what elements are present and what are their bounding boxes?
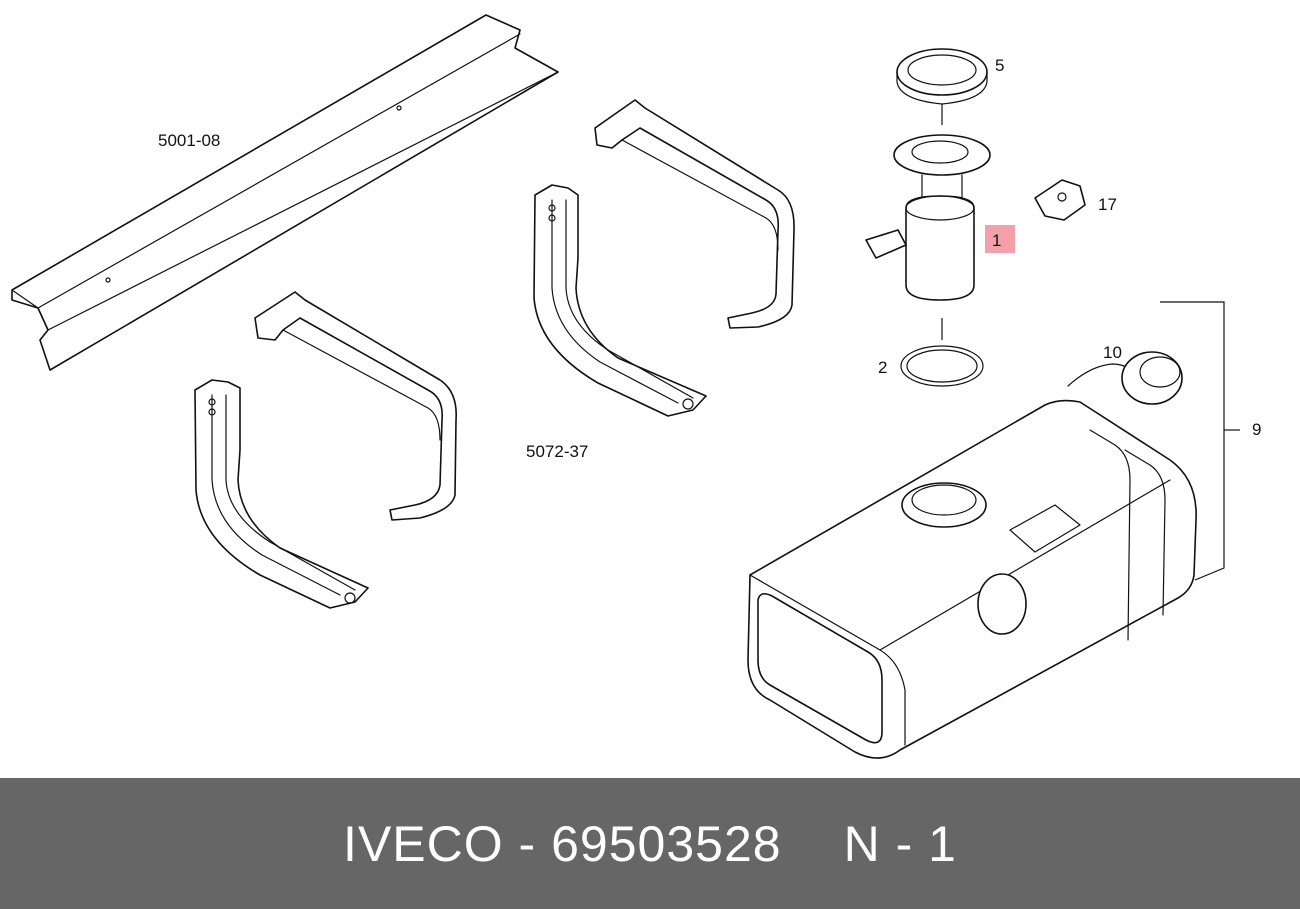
tank-leader <box>1160 301 1225 581</box>
strap-bracket-left <box>194 291 457 609</box>
callout-seal: 2 <box>878 358 887 377</box>
brand-name: IVECO <box>343 815 504 872</box>
frame-rail <box>11 14 559 371</box>
exploded-view: 5001-08 5072-37 1 2 5 9 10 17 <box>11 14 1261 759</box>
seal-ring <box>900 345 984 387</box>
filler-cap <box>1067 351 1183 405</box>
strap-bracket-right <box>533 99 795 417</box>
part-number: 69503528 <box>551 815 782 872</box>
fuel-tank <box>747 399 1197 759</box>
fuel-pump-module <box>865 134 991 340</box>
callout-frame-ref: 5001-08 <box>158 131 220 150</box>
retaining-clip <box>1034 179 1086 221</box>
callout-clip: 17 <box>1098 195 1117 214</box>
highlight-badge <box>985 225 1015 253</box>
part-caption-bar: IVECO - 69503528 N - 1 <box>0 778 1300 909</box>
callout-ring: 5 <box>995 56 1004 75</box>
callout-pump: 1 <box>992 231 1001 250</box>
callout-cap: 10 <box>1103 343 1122 362</box>
parts-diagram: 5001-08 5072-37 1 2 5 9 10 17 <box>11 14 1262 759</box>
position-label: N - 1 <box>843 815 957 872</box>
locking-ring <box>896 48 988 125</box>
callout-bracket-ref: 5072-37 <box>526 442 588 461</box>
caption-dash: - <box>518 815 537 872</box>
callout-tank: 9 <box>1252 420 1261 439</box>
